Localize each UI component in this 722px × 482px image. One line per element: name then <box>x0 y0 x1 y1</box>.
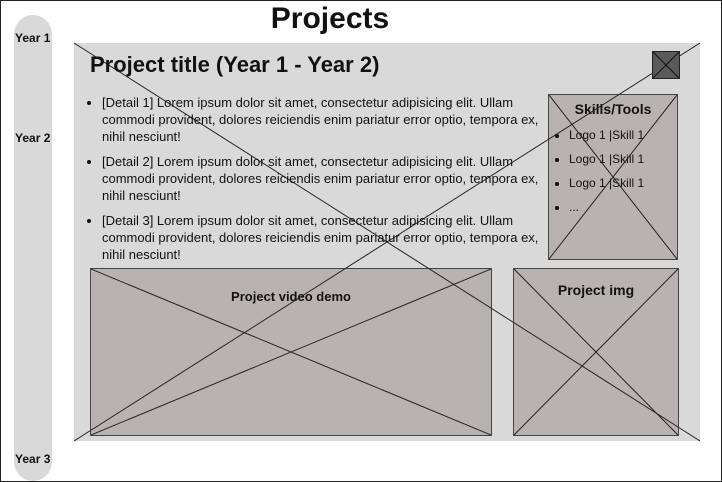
detail-item: [Detail 1] Lorem ipsum dolor sit amet, c… <box>102 94 542 145</box>
detail-item: [Detail 2] Lorem ipsum dolor sit amet, c… <box>102 153 542 204</box>
project-details: [Detail 1] Lorem ipsum dolor sit amet, c… <box>88 94 542 271</box>
image-label: Project img <box>557 282 635 298</box>
timeline-year-3[interactable]: Year 3 <box>15 452 51 466</box>
project-image: Project img <box>513 268 679 436</box>
skills-panel: Skills/Tools Logo 1 |Skill 1 Logo 1 |Ski… <box>548 94 678 260</box>
close-icon-glyph <box>652 51 680 79</box>
project-video[interactable]: Project video demo <box>90 268 492 436</box>
skills-placeholder-cross <box>549 95 677 259</box>
timeline-year-1[interactable]: Year 1 <box>15 31 51 45</box>
detail-item: [Detail 3] Lorem ipsum dolor sit amet, c… <box>102 212 542 263</box>
close-icon[interactable] <box>652 51 680 79</box>
timeline-year-2[interactable]: Year 2 <box>15 131 51 145</box>
page-title: Projects <box>270 2 390 35</box>
project-title: Project title (Year 1 - Year 2) <box>90 52 380 77</box>
timeline-bar[interactable] <box>14 15 52 481</box>
video-label: Project video demo <box>231 289 351 304</box>
